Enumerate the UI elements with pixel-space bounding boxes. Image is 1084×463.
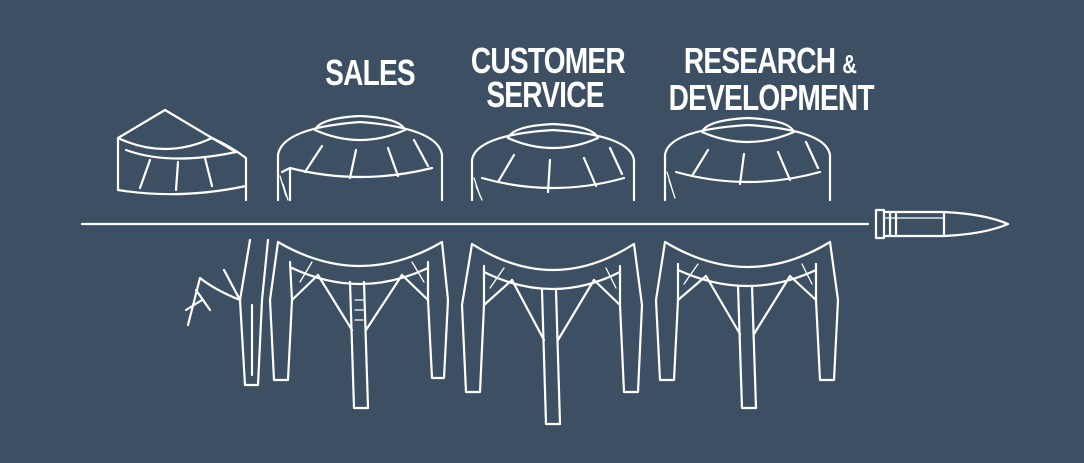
silo-2-top: [276, 114, 444, 202]
label-rnd-line1: RESEARCH: [683, 40, 836, 81]
label-rnd-amp: &: [842, 49, 857, 79]
label-research-development: RESEARCH & DEVELOPMENT: [668, 43, 875, 118]
label-rnd-line2: DEVELOPMENT: [668, 77, 875, 118]
silo-3-base: [460, 242, 644, 426]
bullet-icon: [874, 208, 1010, 240]
silo-1-base: [184, 238, 270, 387]
silo-4-base: [654, 240, 840, 410]
silo-4-top: [663, 116, 832, 202]
label-customer-service-line1: CUSTOMER: [470, 40, 626, 81]
label-customer-service-line2: SERVICE: [486, 74, 604, 115]
label-sales: SALES: [319, 52, 420, 93]
silo-3-top: [470, 122, 636, 202]
silo-1-top: [116, 108, 248, 202]
label-sales-text: SALES: [325, 52, 416, 93]
label-customer-service: CUSTOMER SERVICE: [470, 40, 626, 115]
label-research-line: RESEARCH &: [669, 43, 872, 81]
silo-2-base: [268, 240, 450, 410]
